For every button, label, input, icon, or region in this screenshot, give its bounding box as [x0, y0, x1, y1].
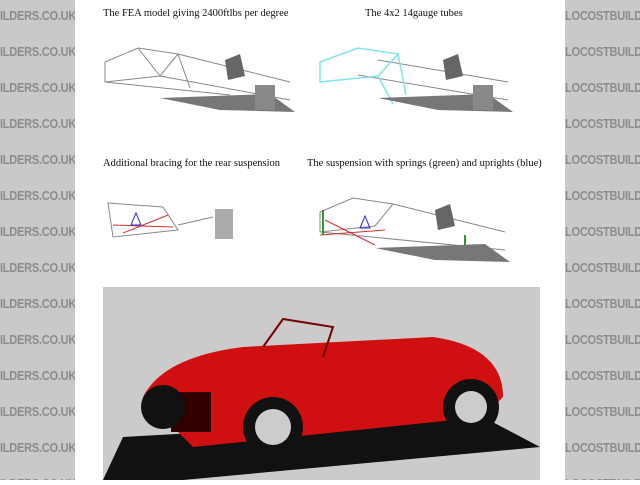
watermark-text: LOCOSTBUILDERS.CO.UK LOCOSTBUILDERS.CO.U…	[0, 44, 75, 59]
watermark-text: LOCOSTBUILDERS.CO.UK LOCOSTBUILDERS.CO.U…	[565, 260, 640, 275]
watermark-text: LOCOSTBUILDERS.CO.UK LOCOSTBUILDERS.CO.U…	[0, 404, 75, 419]
watermark-text: LOCOSTBUILDERS.CO.UK LOCOSTBUILDERS.CO.U…	[565, 296, 640, 311]
watermark-text: LOCOSTBUILDERS.CO.UK LOCOSTBUILDERS.CO.U…	[0, 224, 75, 239]
watermark-text: LOCOSTBUILDERS.CO.UK LOCOSTBUILDERS.CO.U…	[565, 8, 640, 23]
watermark-text: LOCOSTBUILDERS.CO.UK LOCOSTBUILDERS.CO.U…	[0, 188, 75, 203]
bracing-figure	[107, 202, 233, 239]
watermark-text: LOCOSTBUILDERS.CO.UK LOCOSTBUILDERS.CO.U…	[0, 440, 75, 455]
watermark-text: LOCOSTBUILDERS.CO.UK LOCOSTBUILDERS.CO.U…	[565, 80, 640, 95]
watermark-text: LOCOSTBUILDERS.CO.UK LOCOSTBUILDERS.CO.U…	[0, 368, 75, 383]
caption-bracing: Additional bracing for the rear suspensi…	[103, 158, 280, 169]
watermark-text: LOCOSTBUILDERS.CO.UK LOCOSTBUILDERS.CO.U…	[0, 476, 75, 480]
watermark-text: LOCOSTBUILDERS.CO.UK LOCOSTBUILDERS.CO.U…	[565, 404, 640, 419]
caption-tubes: The 4x2 14gauge tubes	[365, 8, 463, 19]
watermark-text: LOCOSTBUILDERS.CO.UK LOCOSTBUILDERS.CO.U…	[565, 476, 640, 480]
watermark-text: LOCOSTBUILDERS.CO.UK LOCOSTBUILDERS.CO.U…	[565, 152, 640, 167]
watermark-right: LOCOSTBUILDERS.CO.UK LOCOSTBUILDERS.CO.U…	[565, 0, 640, 480]
watermark-text: LOCOSTBUILDERS.CO.UK LOCOSTBUILDERS.CO.U…	[0, 116, 75, 131]
watermark-text: LOCOSTBUILDERS.CO.UK LOCOSTBUILDERS.CO.U…	[565, 224, 640, 239]
tubes-frame-figure	[319, 47, 513, 112]
watermark-text: LOCOSTBUILDERS.CO.UK LOCOSTBUILDERS.CO.U…	[565, 440, 640, 455]
watermark-text: LOCOSTBUILDERS.CO.UK LOCOSTBUILDERS.CO.U…	[0, 296, 75, 311]
suspension-figure	[319, 197, 510, 262]
fea-frame-figure	[104, 47, 295, 112]
watermark-text: LOCOSTBUILDERS.CO.UK LOCOSTBUILDERS.CO.U…	[0, 332, 75, 347]
car-render-image	[103, 287, 540, 480]
caption-fea-model: The FEA model giving 2400ftlbs per degre…	[103, 8, 289, 19]
watermark-text: LOCOSTBUILDERS.CO.UK LOCOSTBUILDERS.CO.U…	[0, 260, 75, 275]
watermark-text: LOCOSTBUILDERS.CO.UK LOCOSTBUILDERS.CO.U…	[0, 80, 75, 95]
watermark-text: LOCOSTBUILDERS.CO.UK LOCOSTBUILDERS.CO.U…	[565, 368, 640, 383]
watermark-text: LOCOSTBUILDERS.CO.UK LOCOSTBUILDERS.CO.U…	[565, 44, 640, 59]
watermark-text: LOCOSTBUILDERS.CO.UK LOCOSTBUILDERS.CO.U…	[0, 8, 75, 23]
caption-suspension: The suspension with springs (green) and …	[307, 158, 542, 169]
watermark-text: LOCOSTBUILDERS.CO.UK LOCOSTBUILDERS.CO.U…	[0, 152, 75, 167]
watermark-left: LOCOSTBUILDERS.CO.UK LOCOSTBUILDERS.CO.U…	[0, 0, 75, 480]
watermark-text: LOCOSTBUILDERS.CO.UK LOCOSTBUILDERS.CO.U…	[565, 188, 640, 203]
watermark-text: LOCOSTBUILDERS.CO.UK LOCOSTBUILDERS.CO.U…	[565, 116, 640, 131]
watermark-text: LOCOSTBUILDERS.CO.UK LOCOSTBUILDERS.CO.U…	[565, 332, 640, 347]
